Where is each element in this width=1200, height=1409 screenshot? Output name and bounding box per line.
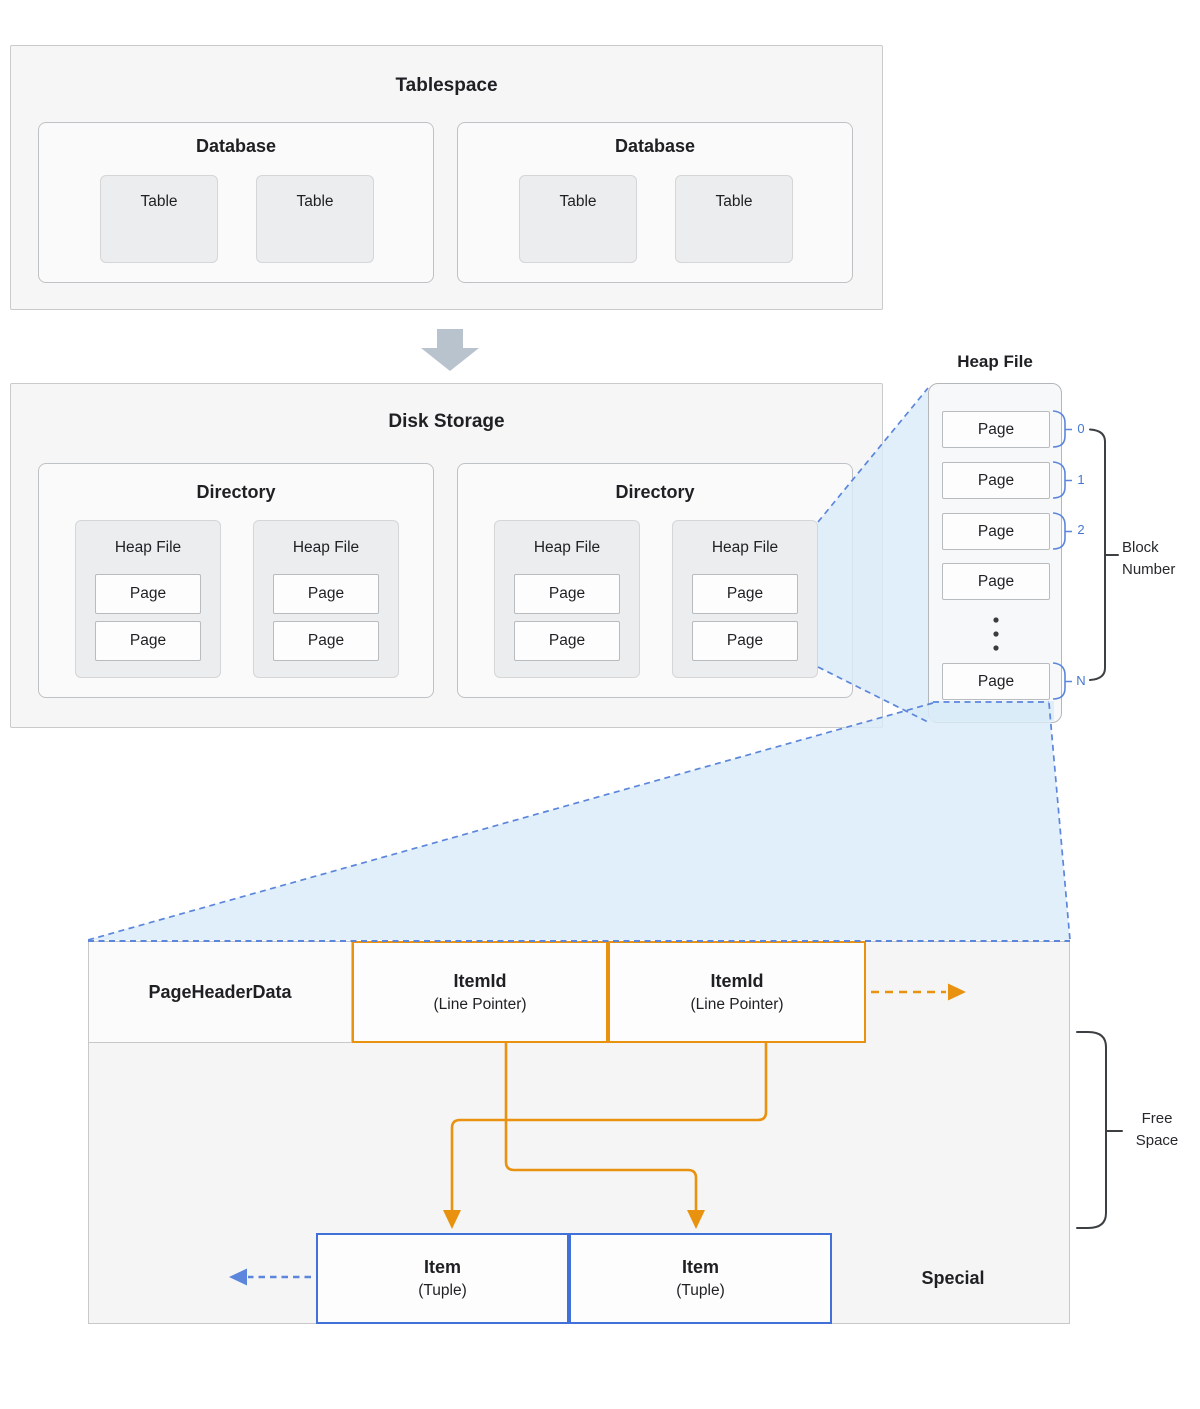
table-box: Table: [256, 175, 374, 263]
block-number-label: Block Number: [1122, 539, 1176, 578]
page-box: Page: [692, 621, 798, 661]
item-label: Item: [423, 1257, 461, 1277]
table-box: Table: [675, 175, 793, 263]
table-label: Table: [140, 193, 178, 210]
page-box: Page: [273, 621, 379, 661]
table-label: Table: [715, 193, 753, 210]
database-title: Database: [195, 136, 277, 156]
block-index-label: 2: [1077, 522, 1085, 537]
heap-file-label: Heap File: [292, 539, 360, 556]
free-space-bracket: [1076, 1031, 1123, 1229]
page-box: Page: [942, 663, 1050, 700]
table-box: Table: [100, 175, 218, 263]
line-pointer-label: (Line Pointer): [690, 995, 784, 1013]
block-index-label: N: [1076, 673, 1086, 688]
page-box: Page: [942, 411, 1050, 448]
page-box: Page: [514, 574, 620, 614]
directory-title: Directory: [615, 482, 695, 502]
heap-file-detail-title: Heap File: [957, 352, 1033, 371]
line-pointer-label: (Line Pointer): [433, 995, 527, 1013]
block-index-label: 1: [1077, 472, 1085, 487]
special-cell: Special: [836, 1233, 1070, 1324]
item-label: Item: [681, 1257, 719, 1277]
page-box: Page: [514, 621, 620, 661]
item-tuple-cell-2: Item (Tuple): [569, 1233, 832, 1324]
free-space-label: Free Space: [1135, 1110, 1179, 1149]
special-label: Special: [921, 1268, 985, 1288]
tuple-label: (Tuple): [676, 1282, 725, 1299]
page-box: Page: [942, 563, 1050, 600]
table-box: Table: [519, 175, 637, 263]
block-number-bracket: [1089, 428, 1119, 681]
database-box-2: Database: [457, 122, 853, 283]
item-id-cell-2: ItemId (Line Pointer): [608, 941, 866, 1043]
heap-file-label: Heap File: [114, 539, 182, 556]
item-id-label: ItemId: [453, 970, 507, 991]
disk-storage-title: Disk Storage: [388, 411, 505, 432]
page-box: Page: [273, 574, 379, 614]
database-title: Database: [614, 136, 696, 156]
page-header-data-cell: PageHeaderData: [88, 941, 352, 1043]
page-header-data-label: PageHeaderData: [148, 981, 292, 1002]
database-box-1: Database: [38, 122, 434, 283]
heap-file-label: Heap File: [533, 539, 601, 556]
item-tuple-cell-1: Item (Tuple): [316, 1233, 569, 1324]
directory-title: Directory: [196, 482, 276, 502]
page-box: Page: [942, 462, 1050, 499]
tuple-label: (Tuple): [418, 1282, 467, 1299]
table-label: Table: [296, 193, 334, 210]
item-id-cell-1: ItemId (Line Pointer): [352, 941, 608, 1043]
page-box: Page: [95, 574, 201, 614]
page-box: Page: [942, 513, 1050, 550]
block-index-label: 0: [1077, 421, 1085, 436]
page-box: Page: [692, 574, 798, 614]
page-box: Page: [95, 621, 201, 661]
item-id-label: ItemId: [710, 970, 764, 991]
table-label: Table: [559, 193, 597, 210]
arrow-down-icon: [421, 329, 479, 371]
heap-file-label: Heap File: [711, 539, 779, 556]
tablespace-title: Tablespace: [395, 75, 498, 96]
